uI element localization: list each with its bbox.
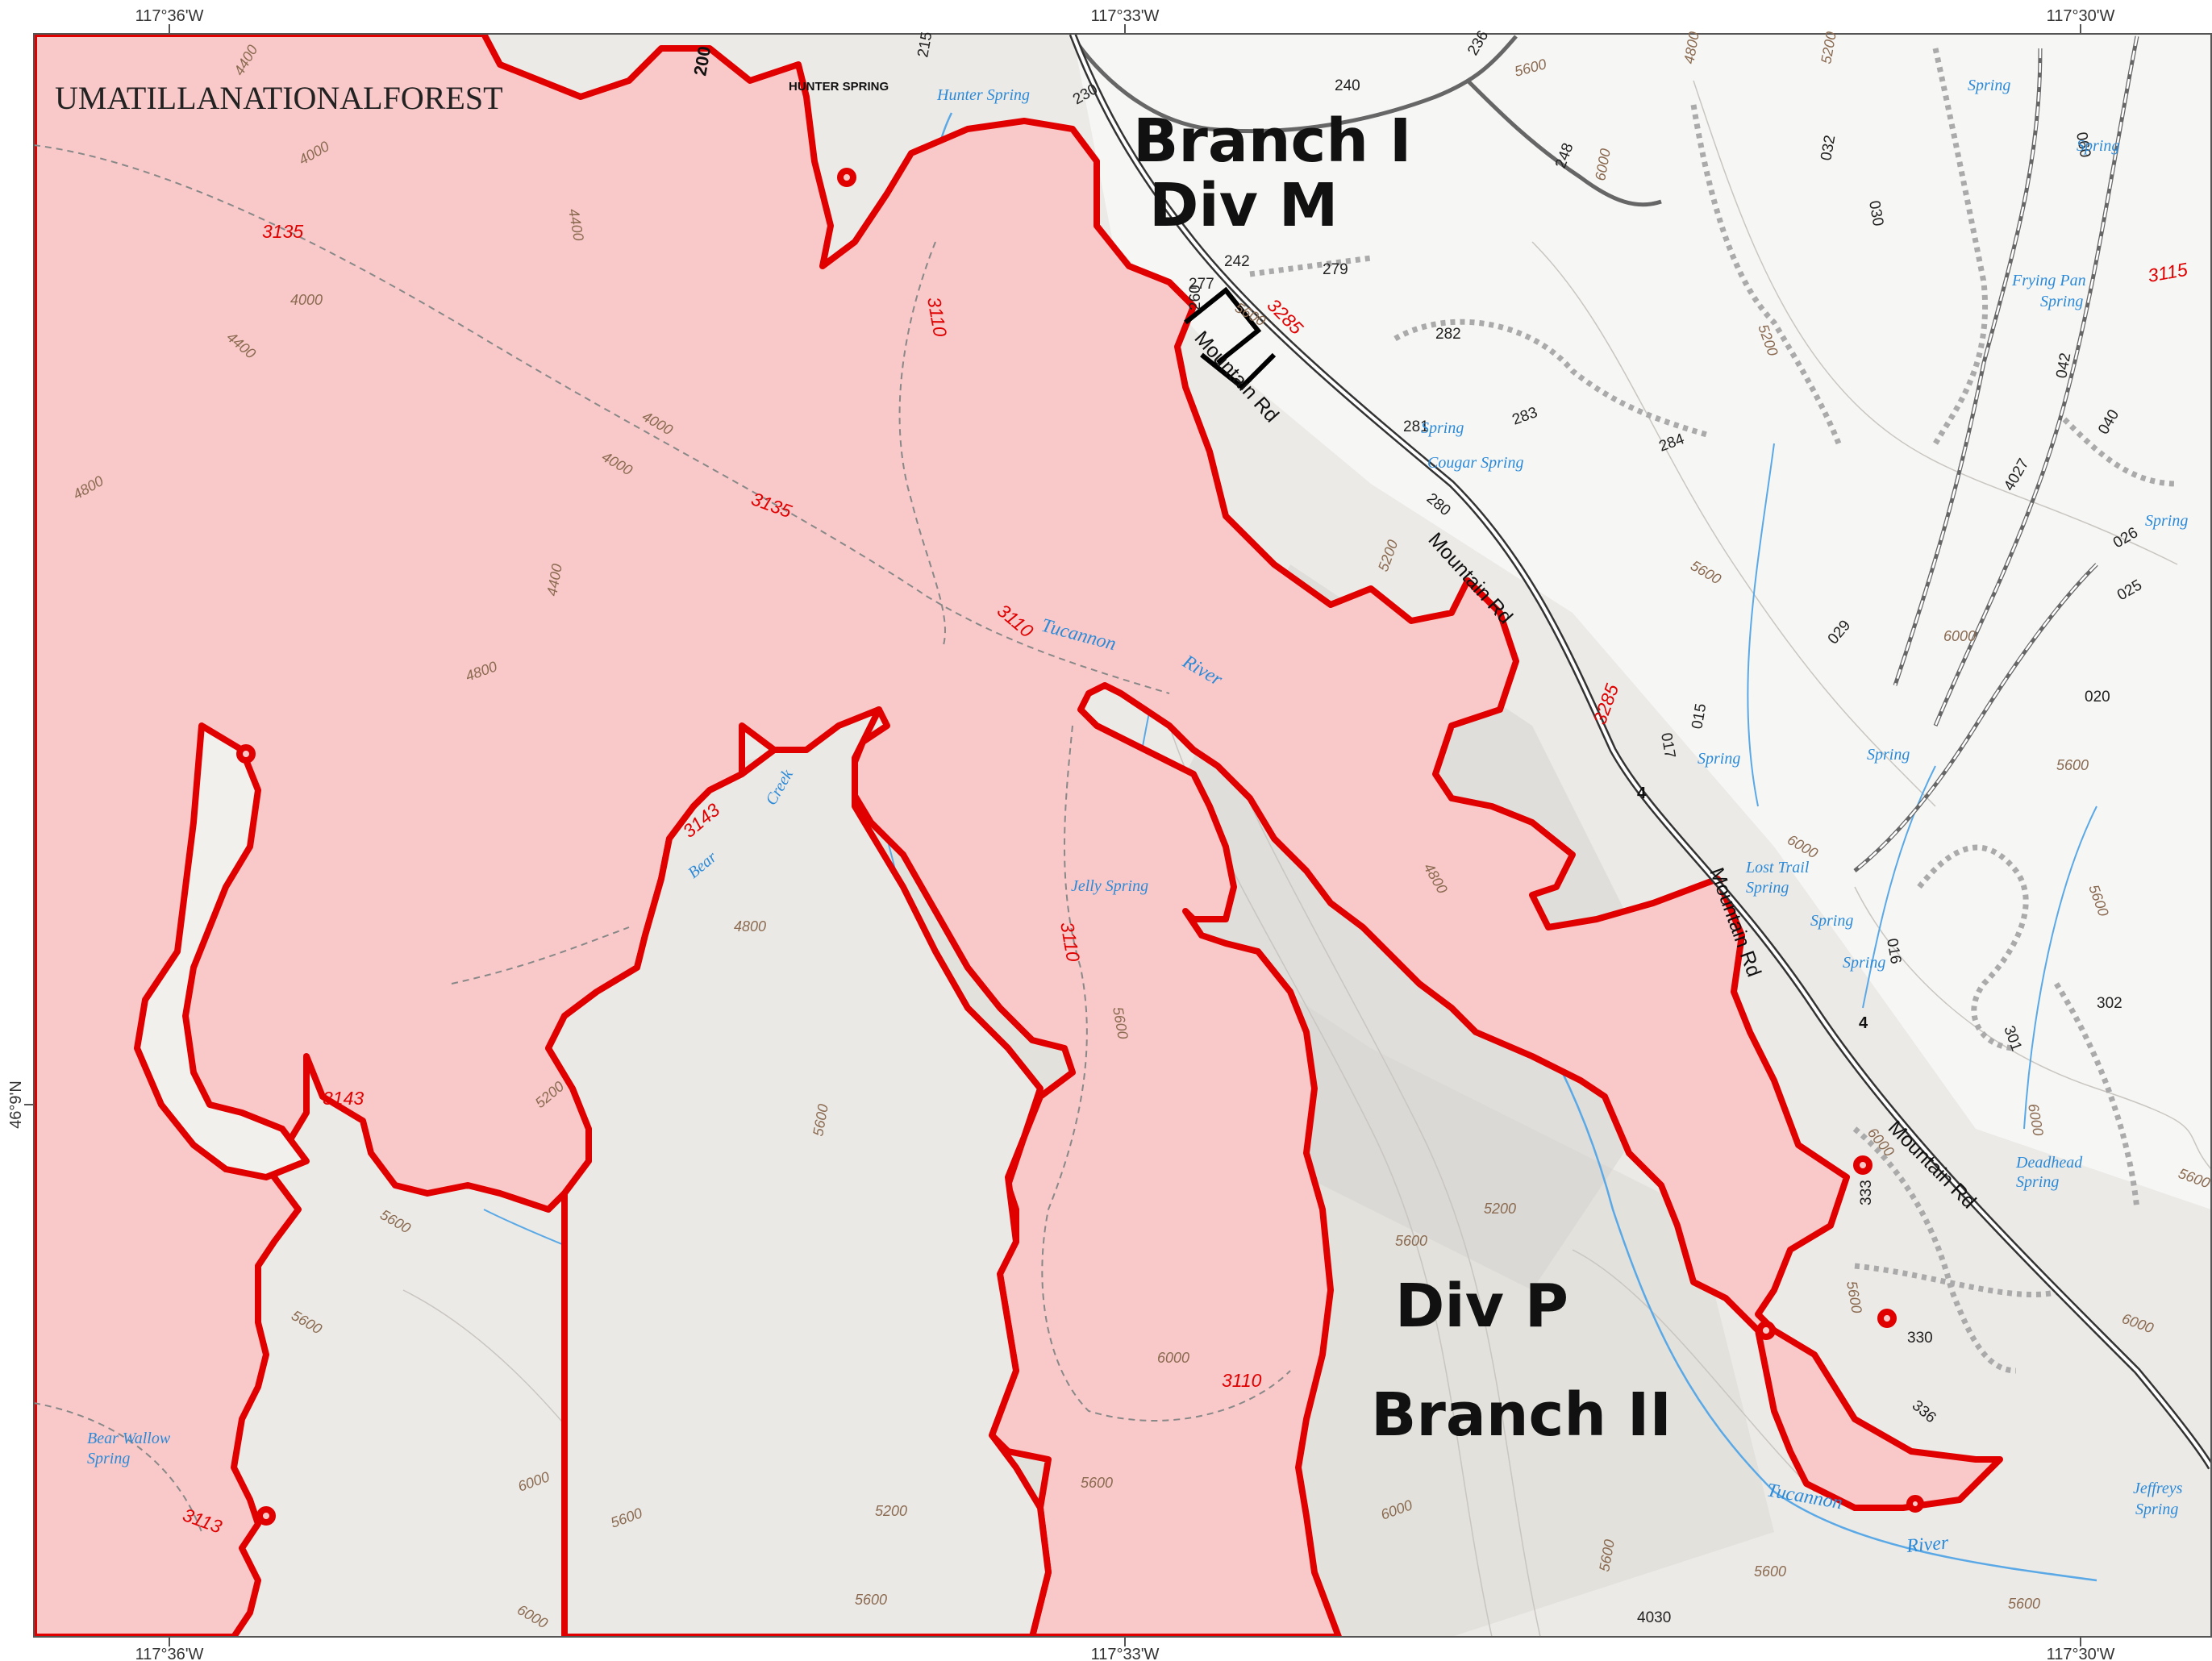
road-242: 242 — [1224, 253, 1250, 270]
spring-label: Spring — [1746, 879, 1789, 897]
spring-label: Spring — [87, 1450, 130, 1467]
spring-label: Spring — [1867, 746, 1910, 764]
road-333: 333 — [1858, 1180, 1875, 1205]
contour-label: 5600 — [2008, 1596, 2040, 1612]
division-break — [1184, 286, 1277, 391]
road-3135: 3135 — [262, 221, 303, 242]
bear-wallow-label: Bear Wallow — [87, 1430, 171, 1447]
road-281: 281 — [1403, 418, 1429, 435]
contour-label: 4800 — [734, 918, 766, 935]
contour-label: 5200 — [1484, 1201, 1516, 1217]
spot-fire — [1906, 1495, 1924, 1513]
cougar-spring-label: Cougar Spring — [1427, 454, 1523, 472]
spot-fire — [1756, 1321, 1776, 1340]
terrain-highland — [1073, 34, 2211, 1209]
contour-label: 6000 — [1157, 1350, 1189, 1366]
road-277: 277 — [1189, 276, 1214, 293]
spring-label: Spring — [2135, 1501, 2178, 1518]
mountain-rd — [1069, 34, 2211, 1470]
jeep-tracks — [1249, 48, 2178, 1374]
lost-trail-label: Lost Trail — [1745, 859, 1810, 876]
map-title: UMATILLANATIONALFOREST — [55, 80, 503, 116]
contour-label: 5600 — [855, 1592, 887, 1608]
road-279: 279 — [1323, 261, 1348, 278]
spring-label: Spring — [1698, 750, 1740, 768]
frame-ticks — [24, 24, 2081, 1646]
road-020: 020 — [2085, 689, 2110, 706]
spot-fire — [236, 744, 256, 764]
spot-fire — [1877, 1309, 1897, 1328]
spring-label: Spring — [2040, 293, 2083, 310]
road-282: 282 — [1435, 326, 1461, 343]
contour-label: 5200 — [875, 1503, 907, 1519]
hwy-shield: 4 — [1859, 1014, 1868, 1032]
trails — [34, 144, 1291, 1533]
coord-top-3: 117°30'W — [2047, 7, 2115, 25]
coord-bottom-2: 117°33'W — [1091, 1646, 1160, 1661]
div-p-label: Div P — [1395, 1272, 1568, 1341]
frying-pan-label: Frying Pan — [2011, 272, 2086, 289]
hunter-spring-label: Hunter Spring — [936, 86, 1030, 104]
unburned-bear-creek — [545, 706, 1052, 1637]
deadhead-label: Deadhead — [2015, 1154, 2083, 1172]
road-260: 260 — [1187, 285, 1204, 310]
river-label-2: River — [1905, 1532, 1950, 1557]
spot-fire — [256, 1506, 276, 1526]
div-m-label: Div M — [1149, 171, 1338, 240]
spring-label: Spring — [1421, 419, 1464, 437]
jeffreys-label: Jeffreys — [2133, 1480, 2183, 1497]
forest-roads-double-inner — [1854, 35, 2139, 872]
coord-bottom-1: 117°36'W — [135, 1646, 204, 1661]
coord-bottom-3: 117°30'W — [2047, 1646, 2115, 1661]
road-3110: 3110 — [1222, 1370, 1262, 1391]
spring-label: Spring — [2145, 512, 2188, 530]
spring-label: Spring — [2016, 1173, 2059, 1191]
spring-label: Spring — [1843, 954, 1885, 972]
contour-label: 5600 — [2056, 757, 2089, 773]
road-302: 302 — [2097, 995, 2122, 1012]
spring-label: Spring — [1968, 77, 2010, 94]
coord-top-1: 117°36'W — [135, 7, 204, 25]
contour-label: 5600 — [1754, 1563, 1786, 1580]
road-240: 240 — [1335, 77, 1360, 94]
map-body — [34, 34, 2211, 1637]
unburned-island-west — [134, 722, 310, 1180]
contour-label: 5600 — [1395, 1233, 1427, 1249]
road-3143: 3143 — [323, 1088, 364, 1109]
coord-left-1: 46°9'N — [7, 1080, 25, 1129]
jelly-spring-label: Jelly Spring — [1071, 877, 1148, 895]
spot-fire — [837, 168, 856, 187]
contour-label: 5600 — [1081, 1475, 1113, 1491]
hwy-shield: 4 — [1637, 785, 1647, 802]
contour-label: 4000 — [290, 292, 323, 308]
map-border — [33, 33, 2212, 1638]
road-4030: 4030 — [1637, 1609, 1671, 1626]
contour-label: 6000 — [1943, 628, 1976, 644]
branch-2-label: Branch II — [1371, 1380, 1672, 1450]
fire-perimeter-group — [34, 34, 2003, 1637]
spot-fire — [1853, 1155, 1872, 1175]
hunter-spring-campground: HUNTER SPRING — [789, 80, 889, 94]
coord-top-2: 117°33'W — [1091, 7, 1160, 25]
road-330: 330 — [1907, 1330, 1933, 1347]
spring-label: Spring — [1810, 912, 1853, 930]
branch-1-label: Branch I — [1133, 106, 1411, 176]
spring-label: Spring — [2077, 137, 2119, 155]
